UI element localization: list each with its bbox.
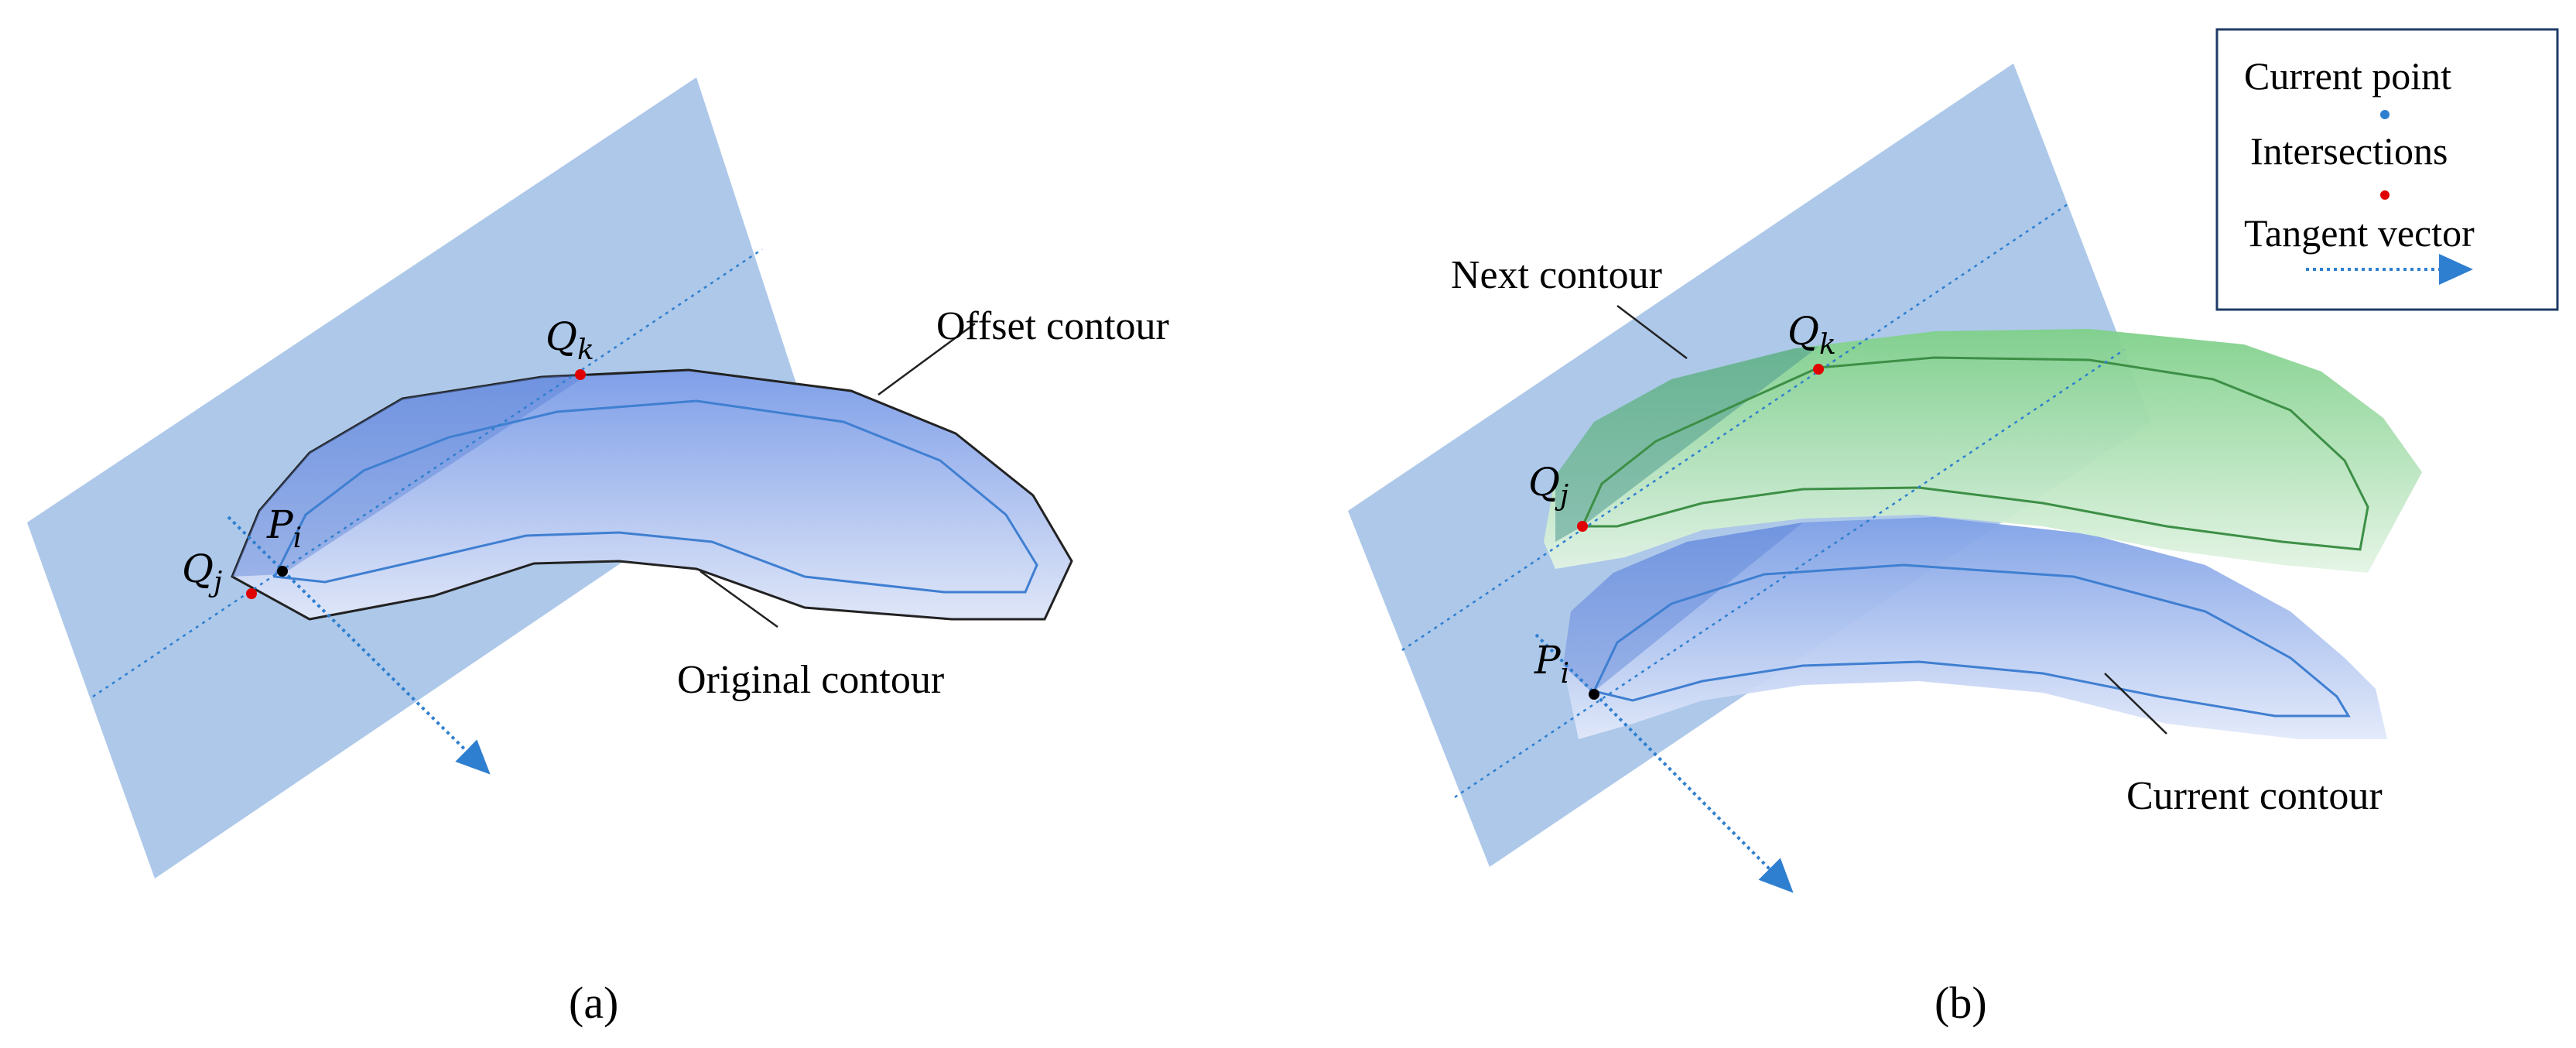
label-qk-b-sub: k <box>1819 329 1836 361</box>
label-pi-a-base: P <box>266 502 294 547</box>
next-contour-label: Next contour <box>1451 253 1662 297</box>
panel-a: Pi Qk Qj Offset contour Original contour… <box>27 77 1169 1028</box>
current-contour-outline <box>1592 563 2351 718</box>
label-qk-a-sub: k <box>577 334 594 366</box>
label-qk-b-base: Q <box>1787 309 1819 354</box>
plane-dotted-line-b-lower <box>1454 348 2125 799</box>
tangent-vector-a <box>227 515 491 775</box>
legend-intersections-marker <box>2380 190 2390 200</box>
label-qj-a-base: Q <box>182 546 214 591</box>
legend: Current point Intersections Tangent vect… <box>2215 28 2559 311</box>
plane-dotted-line-b-upper <box>1401 201 2071 652</box>
label-pi-a-sub: i <box>293 522 303 554</box>
label-qk-a: Qk <box>546 314 594 366</box>
intersection-qj-b <box>1577 521 1588 532</box>
current-point-pi-b <box>1589 689 1599 700</box>
next-contour-overlap <box>1555 347 1818 542</box>
label-qk-b: Qk <box>1787 309 1836 361</box>
plane-overlap-b <box>1563 522 1803 693</box>
label-pi-b-sub: i <box>1561 658 1570 690</box>
plane-dotted-line-a <box>92 248 763 698</box>
current-leader-b <box>2104 673 2167 735</box>
label-qj-b: Qj <box>1528 460 1569 512</box>
current-contour-label: Current contour <box>2126 774 2383 818</box>
legend-intersections-label: Intersections <box>2250 129 2448 173</box>
next-contour-outline <box>1580 356 2369 551</box>
offset-leader-a <box>877 322 976 396</box>
next-leader-b <box>1616 305 1688 359</box>
caption-b: (b) <box>1935 978 1987 1028</box>
intersection-qk-a <box>575 369 586 380</box>
label-qk-a-base: Q <box>546 314 577 359</box>
label-pi-b: Pi <box>1534 638 1569 690</box>
next-contour-shape <box>1544 329 2422 573</box>
legend-current-point-marker <box>2380 110 2390 119</box>
label-qj-b-base: Q <box>1528 460 1560 505</box>
current-contour-shape <box>1563 517 2387 739</box>
current-point-pi-a <box>277 566 288 577</box>
legend-box <box>2215 28 2559 311</box>
intersection-qj-a <box>246 588 257 599</box>
caption-a: (a) <box>569 978 618 1028</box>
label-pi-b-base: P <box>1534 638 1562 683</box>
legend-tangent-vector-label: Tangent vector <box>2244 211 2475 255</box>
offset-contour-shape <box>231 368 1073 621</box>
offset-contour-label: Offset contour <box>936 304 1169 348</box>
intersection-qk-b <box>1813 364 1824 375</box>
panel-b: Pi Qk Qj Next contour Current contour (b… <box>1348 63 2422 1028</box>
legend-current-point-label: Current point <box>2244 54 2451 98</box>
original-leader-a <box>700 570 778 628</box>
label-pi-a: Pi <box>266 502 302 554</box>
original-contour-label: Original contour <box>677 658 944 702</box>
original-contour-shape <box>272 399 1038 594</box>
label-qj-a: Qj <box>182 546 222 598</box>
